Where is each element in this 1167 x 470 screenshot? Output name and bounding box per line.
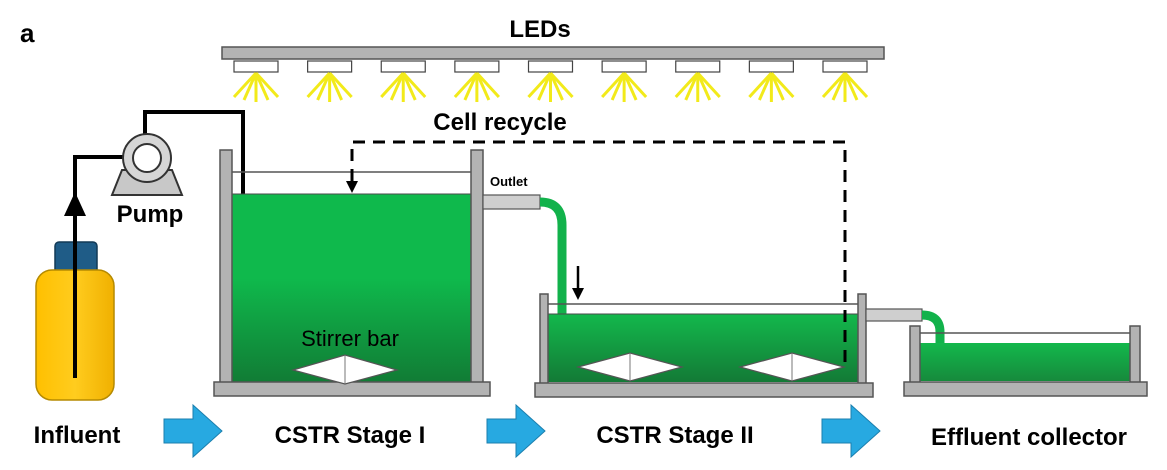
led-ray — [696, 72, 712, 101]
flow-arrow-2 — [486, 403, 546, 459]
led-ray — [549, 71, 574, 99]
cell-recycle-dashed-line — [350, 140, 847, 362]
led-ray — [453, 71, 478, 99]
stage-label-effluent: Effluent collector — [931, 424, 1127, 451]
led-lamps — [232, 60, 869, 102]
led-lamp — [674, 60, 721, 102]
led-lamp — [601, 60, 648, 102]
led-lamp — [232, 60, 280, 102]
outlet-tube-2 — [865, 308, 945, 345]
led-bar — [221, 46, 885, 60]
led-ray — [758, 72, 773, 101]
led-ray — [684, 72, 700, 101]
led-ray — [475, 72, 491, 101]
led-ray — [610, 72, 626, 101]
pump: Pump — [110, 133, 184, 228]
effluent-collector-tank — [903, 325, 1148, 397]
led-ray — [622, 72, 638, 101]
led-lamp — [453, 60, 500, 102]
feed-up-arrowhead — [64, 192, 86, 216]
tank-1-right-wall — [470, 149, 484, 385]
led-ray — [232, 71, 258, 99]
led-strip: LEDs — [221, 16, 885, 102]
led-ray — [696, 71, 721, 99]
flow-down-arrow-1 — [572, 288, 584, 300]
led-lamp — [306, 60, 353, 102]
recycle-arrowhead — [346, 181, 358, 193]
tank-1-base — [213, 381, 491, 397]
led-ray — [770, 72, 785, 101]
stage-label-cstr-2: CSTR Stage II — [596, 422, 753, 449]
stage-label-cstr-1: CSTR Stage I — [275, 422, 426, 449]
panel-label: a — [20, 18, 35, 48]
flow-arrow-1 — [163, 403, 223, 459]
collector-base — [903, 381, 1148, 397]
bottle-to-pump-tube — [73, 155, 128, 378]
led-lamp — [748, 60, 795, 102]
outlet-tube-1: Outlet — [482, 174, 584, 315]
collector-right-wall — [1129, 325, 1141, 385]
led-ray — [475, 71, 500, 99]
overflow-tube-2 — [921, 310, 945, 345]
tank-1-culture — [232, 194, 471, 382]
led-ray — [831, 72, 847, 101]
led-ray — [601, 71, 626, 99]
leds-label: LEDs — [509, 16, 570, 43]
tank-2-base — [534, 382, 874, 398]
cell-recycle-loop: Cell recycle — [346, 109, 847, 362]
led-ray — [770, 71, 795, 99]
collector-culture — [920, 343, 1130, 381]
led-ray — [748, 71, 773, 99]
pump-rotor — [132, 143, 162, 173]
led-ray — [328, 72, 343, 101]
led-lamp — [380, 60, 427, 102]
led-ray — [242, 72, 258, 101]
tank-2-right-wall — [857, 293, 867, 385]
tank-1-left-wall — [219, 149, 233, 385]
led-ray — [380, 71, 405, 99]
led-ray — [527, 71, 552, 99]
led-ray — [843, 72, 859, 101]
flow-arrow-3 — [821, 403, 881, 459]
led-ray — [549, 72, 564, 101]
cstr-stage-2-tank — [534, 293, 874, 398]
led-ray — [254, 71, 280, 99]
led-ray — [537, 72, 552, 101]
led-lamp — [527, 60, 574, 102]
pump-label: Pump — [117, 201, 184, 228]
stage-labels: Influent CSTR Stage I CSTR Stage II Effl… — [34, 403, 1127, 459]
led-ray — [821, 71, 847, 99]
led-ray — [389, 72, 405, 101]
tank-2-left-wall — [539, 293, 549, 385]
led-ray — [463, 72, 479, 101]
outlet-label: Outlet — [490, 174, 528, 189]
outlet-pipe-1 — [482, 194, 541, 210]
collector-left-wall — [909, 325, 921, 385]
overflow-tube-1 — [539, 197, 567, 315]
outlet-pipe-2 — [865, 308, 923, 322]
led-ray — [306, 71, 331, 99]
led-ray — [328, 71, 353, 99]
led-lamp — [821, 60, 869, 102]
stirrer-bar-label: Stirrer bar — [301, 326, 399, 351]
led-ray — [402, 71, 427, 99]
stage-label-influent: Influent — [34, 422, 121, 449]
led-ray — [316, 72, 331, 101]
cell-recycle-label: Cell recycle — [433, 109, 566, 136]
led-ray — [401, 72, 417, 101]
led-ray — [623, 71, 648, 99]
led-ray — [843, 71, 869, 99]
led-ray — [674, 71, 699, 99]
led-ray — [254, 72, 270, 101]
cstr-stage-1-tank: Stirrer bar — [213, 149, 491, 397]
